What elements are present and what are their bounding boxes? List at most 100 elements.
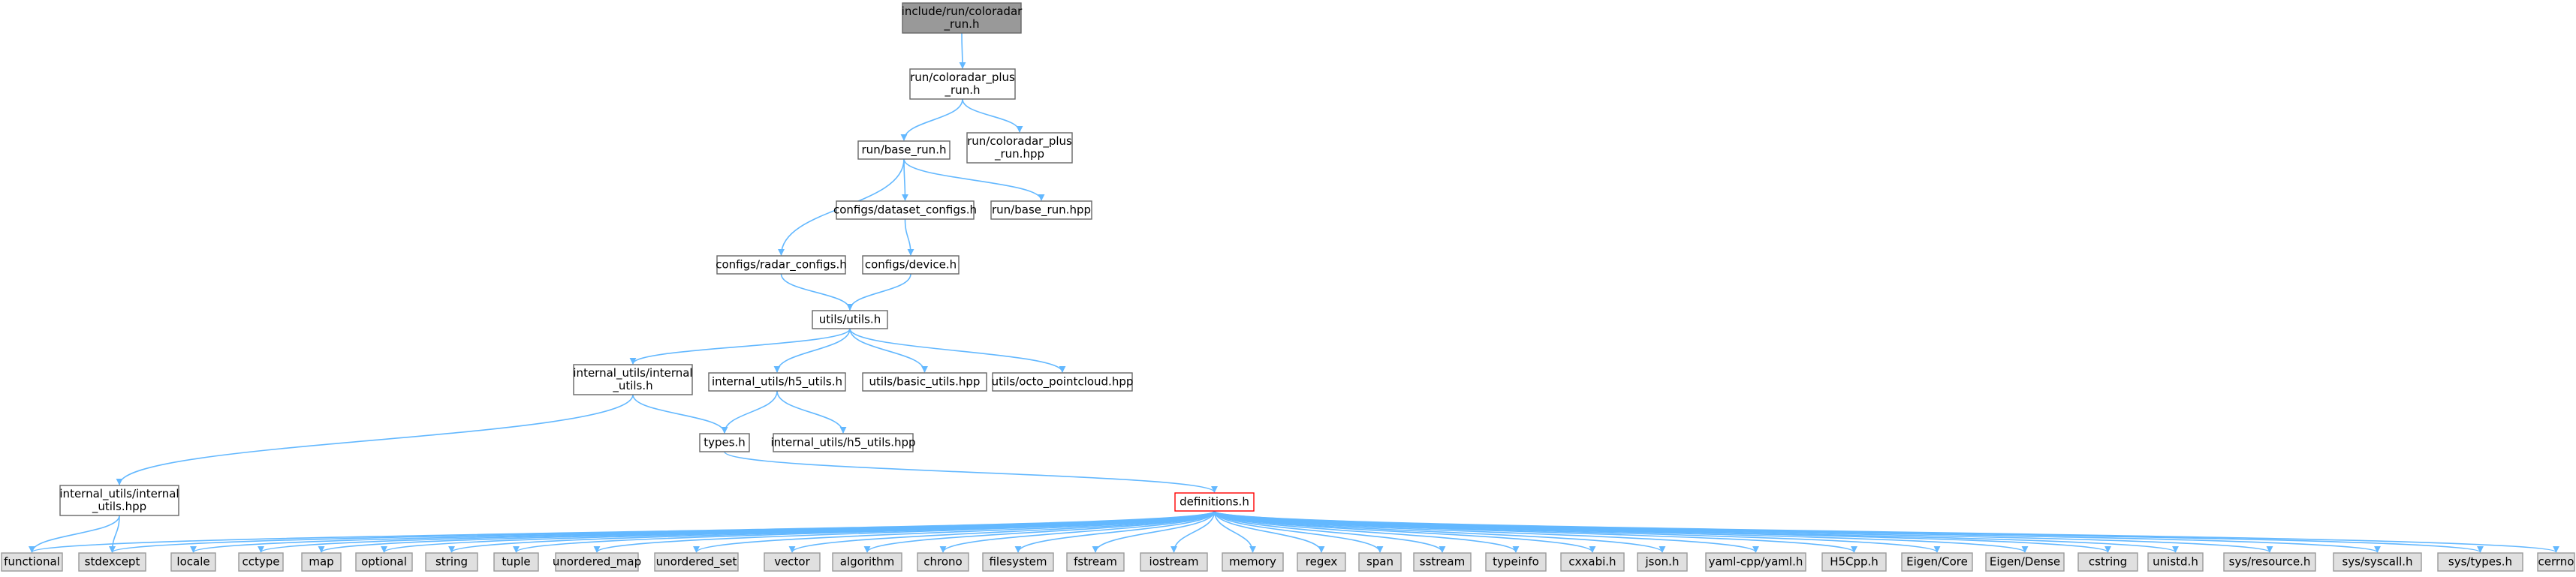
- edge-definitions_h-to-sys_cerrno: [1213, 510, 2559, 553]
- node-box: [832, 552, 902, 572]
- node-label: chrono: [923, 555, 962, 569]
- node-label: memory: [1229, 555, 1276, 569]
- node-internal-utils-hpp[interactable]: internal_utils/internal_utils.hpp: [59, 485, 179, 516]
- edge-definitions_h-to-sys_unordered_set: [693, 510, 1216, 553]
- edge-definitions_h-to-sys_fstream: [1092, 510, 1216, 553]
- node-sys-h5cpp-h: H5Cpp.h: [1821, 552, 1887, 572]
- node-box: [2223, 552, 2316, 572]
- edge-definitions_h-to-sys_json_h: [1213, 510, 1666, 553]
- node-label: json.h: [1645, 555, 1680, 569]
- node-sys-syscall-h: sys/syscall.h: [2333, 552, 2422, 572]
- node-label: regex: [1306, 555, 1338, 569]
- node-box: [1174, 492, 1255, 512]
- edge-definitions_h-to-sys_typeinfo: [1213, 510, 1520, 553]
- edge-h5_utils_h-to-h5_utils_hpp: [776, 390, 847, 434]
- node-label: filesystem: [989, 555, 1047, 569]
- node-box: [716, 255, 846, 275]
- node-h5-utils-hpp[interactable]: internal_utils/h5_utils.hpp: [770, 433, 916, 452]
- node-types-h[interactable]: types.h: [699, 433, 750, 452]
- node-label: utils/octo_pointcloud.hpp: [992, 375, 1134, 389]
- node-radar-configs-h[interactable]: configs/radar_configs.h: [716, 255, 847, 275]
- node-box: [170, 552, 216, 572]
- edge-definitions_h-to-sys_vector: [788, 510, 1216, 553]
- node-label: vector: [774, 555, 810, 569]
- node-coloradar-plus-run-hpp[interactable]: run/coloradar_plus_run.hpp: [966, 132, 1073, 164]
- node-box: [862, 372, 987, 392]
- node-label: tuple: [502, 555, 530, 569]
- node-label: internal_utils/h5_utils.h: [712, 375, 842, 389]
- node-label: yaml-cpp/yaml.h: [1709, 555, 1803, 569]
- node-label: functional: [4, 555, 60, 569]
- node-box: [992, 372, 1133, 392]
- node-label: internal_utils/h5_utils.hpp: [770, 436, 915, 450]
- node-label: Eigen/Dense: [1990, 555, 2060, 569]
- node-sys-tuple: tuple: [493, 552, 539, 572]
- node-box: [425, 552, 478, 572]
- node-dataset-configs-h[interactable]: configs/dataset_configs.h: [833, 200, 977, 220]
- edge-definitions_h-to-sys_sstream: [1213, 510, 1446, 553]
- node-sys-map: map: [301, 552, 342, 572]
- node-label: stdexcept: [85, 555, 140, 569]
- edge-internal_utils_h-to-internal_utils_hpp: [116, 394, 634, 485]
- node-sys-resource-h: sys/resource.h: [2223, 552, 2316, 572]
- node-box: [654, 552, 739, 572]
- node-box: [1637, 552, 1688, 572]
- node-box: [2077, 552, 2138, 572]
- node-base-run-h[interactable]: run/base_run.h: [857, 140, 951, 160]
- edge-coloradar_plus_run_h-to-coloradar_plus_run_hpp: [962, 98, 1023, 133]
- node-label: cxxabi.h: [1568, 555, 1616, 569]
- node-label: optional: [361, 555, 407, 569]
- node-base-run-hpp[interactable]: run/base_run.hpp: [990, 200, 1092, 220]
- node-label: configs/radar_configs.h: [716, 258, 847, 272]
- node-device-h[interactable]: configs/device.h: [862, 255, 960, 275]
- edge-definitions_h-to-sys_yaml_h: [1213, 510, 1759, 553]
- node-label: run/coloradar_plus: [910, 71, 1015, 85]
- node-sys-span: span: [1358, 552, 1402, 572]
- node-coloradar-plus-run-h[interactable]: run/coloradar_plus_run.h: [909, 68, 1016, 100]
- node-octo-pointcloud-hpp[interactable]: utils/octo_pointcloud.hpp: [992, 372, 1134, 392]
- edge-utils_h-to-octo_pointcloud_hpp: [849, 328, 1066, 373]
- node-sys-types-h: sys/types.h: [2437, 552, 2523, 572]
- edge-definitions_h-to-sys_memory: [1213, 510, 1256, 553]
- node-box: [555, 552, 639, 572]
- edge-definitions_h-to-sys_locale: [190, 510, 1216, 553]
- node-definitions-h[interactable]: definitions.h: [1174, 492, 1255, 512]
- node-box: [990, 200, 1092, 220]
- node-label: H5Cpp.h: [1830, 555, 1879, 569]
- node-box: [1140, 552, 1208, 572]
- node-label: configs/dataset_configs.h: [833, 203, 977, 218]
- node-label: utils/basic_utils.hpp: [869, 375, 981, 389]
- node-sys-unistd-h: unistd.h: [2147, 552, 2204, 572]
- node-label: _run.hpp: [994, 147, 1044, 161]
- node-box: [1705, 552, 1806, 572]
- node-box: [1485, 552, 1547, 572]
- edge-definitions_h-to-sys_cxxabi_h: [1213, 510, 1596, 553]
- node-label: configs/device.h: [865, 258, 957, 272]
- node-box: [1297, 552, 1346, 572]
- edge-definitions_h-to-sys_filesystem: [1014, 510, 1216, 553]
- node-label: Eigen/Core: [1906, 555, 1968, 569]
- node-sys-string: string: [425, 552, 478, 572]
- node-sys-eigen-dense: Eigen/Dense: [1985, 552, 2065, 572]
- node-sys-cerrno: cerrno: [2537, 552, 2575, 572]
- edge-base_run_h-to-base_run_hpp: [903, 158, 1045, 201]
- node-internal-utils-h[interactable]: internal_utils/internal_utils.h: [573, 364, 693, 395]
- node-label: algorithm: [840, 555, 894, 569]
- node-sys-cxxabi-h: cxxabi.h: [1560, 552, 1625, 572]
- node-box: [764, 552, 821, 572]
- node-sys-optional: optional: [355, 552, 413, 572]
- edge-h5_utils_h-to-types_h: [721, 390, 778, 434]
- node-box: [862, 255, 960, 275]
- edge-internal_utils_hpp-to-sys_functional: [29, 515, 120, 553]
- node-label: cstring: [2089, 555, 2127, 569]
- node-box: [1358, 552, 1402, 572]
- node-utils-h[interactable]: utils/utils.h: [812, 310, 888, 329]
- node-coloradar-run-h[interactable]: include/run/coloradar_run.h: [902, 2, 1023, 34]
- edge-base_run_h-to-dataset_configs_h: [901, 158, 908, 201]
- node-label: include/run/coloradar: [902, 5, 1023, 18]
- node-sys-unordered-set: unordered_set: [654, 552, 739, 572]
- node-h5-utils-h[interactable]: internal_utils/h5_utils.h: [708, 372, 846, 392]
- node-box: [708, 372, 846, 392]
- node-label: span: [1366, 555, 1393, 569]
- node-basic-utils-hpp[interactable]: utils/basic_utils.hpp: [862, 372, 987, 392]
